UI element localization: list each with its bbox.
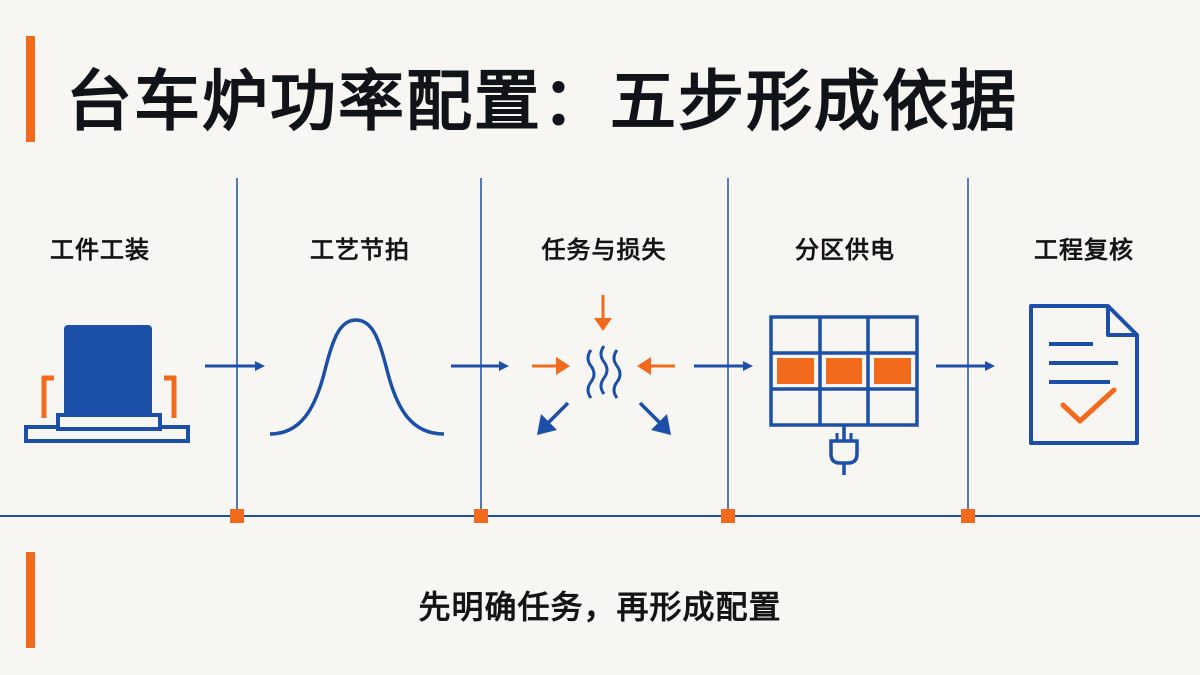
heat-loss-icon	[532, 295, 675, 435]
footer-accent-bar	[26, 552, 35, 648]
step-label-4: 分区供电	[795, 236, 895, 264]
timeline-node	[474, 509, 488, 523]
footer-caption: 先明确任务，再形成配置	[418, 588, 782, 626]
step-label-2: 工艺节拍	[310, 236, 410, 264]
step-label-5: 工程复核	[1034, 236, 1134, 264]
step-label-3: 任务与损失	[541, 236, 667, 264]
checklist-document-icon	[1029, 304, 1139, 445]
timeline-node	[961, 509, 975, 523]
page-title: 台车炉功率配置：五步形成依据	[66, 63, 1018, 140]
step-label-1: 工件工装	[50, 236, 150, 264]
workpiece-fixture-icon	[24, 325, 190, 443]
title-accent-bar	[26, 36, 35, 142]
process-curve-icon	[269, 318, 445, 436]
timeline-node	[230, 509, 244, 523]
zoned-power-grid-icon	[769, 315, 919, 475]
timeline-node	[721, 509, 735, 523]
